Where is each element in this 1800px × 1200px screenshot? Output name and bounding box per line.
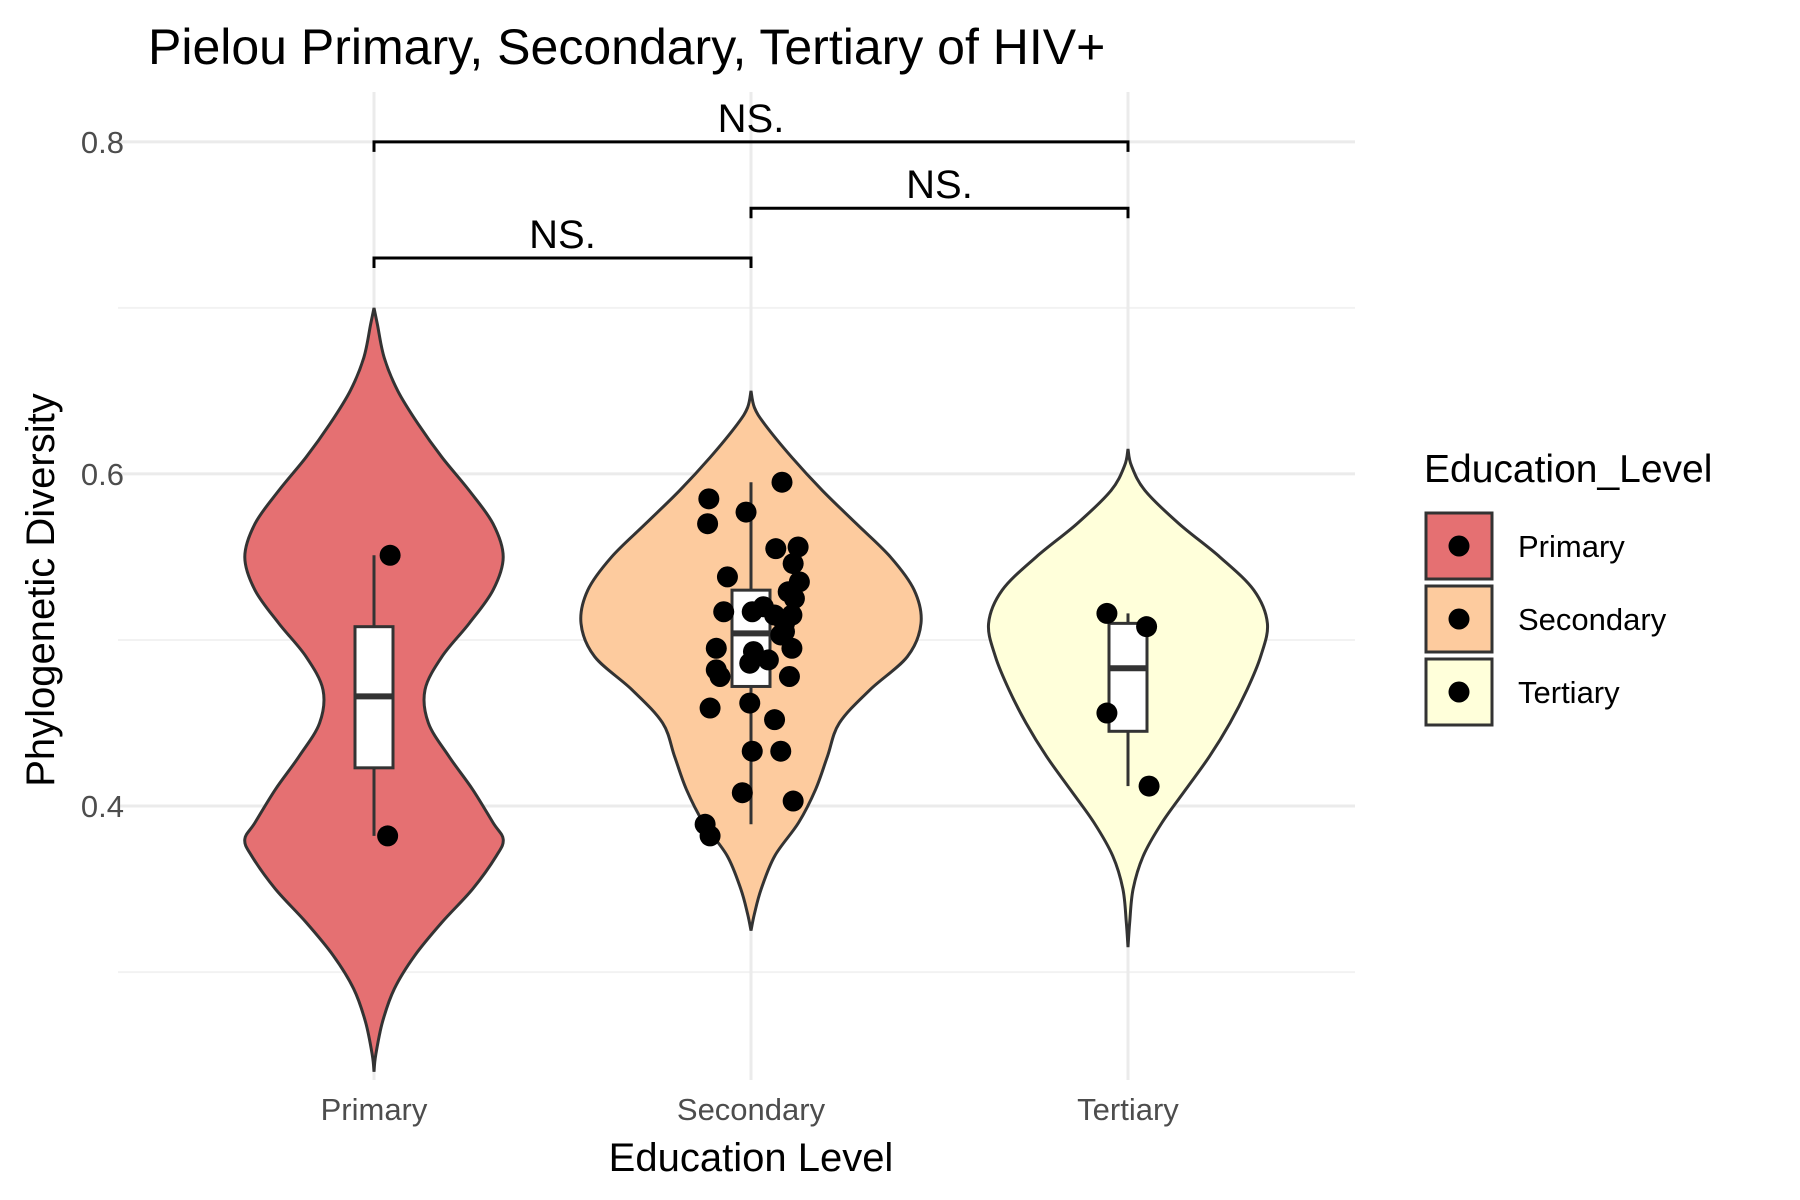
data-point: [781, 637, 803, 659]
data-point: [765, 538, 787, 560]
data-point: [1136, 616, 1158, 638]
y-tick-label: 0.6: [81, 457, 124, 492]
y-tick-label: 0.4: [81, 789, 124, 824]
data-point: [778, 665, 800, 687]
legend-point: [1448, 681, 1470, 703]
legend-point: [1448, 535, 1470, 557]
significance-bracket: [372, 140, 1130, 152]
x-tick-label: Tertiary: [1077, 1092, 1179, 1127]
data-point: [735, 501, 757, 523]
legend-label-secondary: Secondary: [1518, 602, 1667, 637]
data-points: [377, 471, 1160, 847]
data-point: [379, 544, 401, 566]
x-axis-ticks: Primary Secondary Tertiary: [321, 1092, 1180, 1127]
data-point: [757, 649, 779, 671]
data-point: [709, 665, 731, 687]
data-point: [713, 601, 735, 623]
data-point: [764, 709, 786, 731]
data-point: [782, 790, 804, 812]
data-point: [697, 513, 719, 535]
significance-label: NS.: [718, 97, 785, 141]
x-tick-label: Secondary: [677, 1092, 826, 1127]
y-axis-ticks: 0.4 0.6 0.8: [81, 125, 124, 824]
significance-label: NS.: [529, 213, 596, 257]
data-point: [377, 825, 399, 847]
data-point: [782, 553, 804, 575]
data-point: [716, 566, 738, 588]
data-point: [739, 692, 761, 714]
data-point: [787, 536, 809, 558]
y-axis-title: Phylogenetic Diversity: [19, 393, 63, 787]
data-point: [1096, 602, 1118, 624]
data-point: [1096, 702, 1118, 724]
x-tick-label: Primary: [321, 1092, 428, 1127]
data-point: [781, 604, 803, 626]
data-point: [771, 471, 793, 493]
legend-point: [1448, 608, 1470, 630]
data-point: [783, 587, 805, 609]
data-point: [773, 621, 795, 643]
legend-label-tertiary: Tertiary: [1518, 675, 1620, 710]
significance-brackets: NS. NS. NS.: [372, 97, 1130, 269]
y-tick-label: 0.8: [81, 125, 124, 160]
significance-bracket: [749, 206, 1130, 219]
data-point: [731, 782, 753, 804]
data-point: [788, 571, 810, 593]
data-point: [770, 740, 792, 762]
data-point: [699, 825, 721, 847]
significance-label: NS.: [906, 163, 973, 207]
chart-title: Pielou Primary, Secondary, Tertiary of H…: [148, 19, 1105, 75]
data-point: [705, 637, 727, 659]
data-point: [698, 488, 720, 510]
data-point: [741, 740, 763, 762]
data-point: [1138, 775, 1160, 797]
significance-bracket: [372, 256, 753, 269]
data-point: [699, 697, 721, 719]
legend-label-primary: Primary: [1518, 529, 1625, 564]
x-axis-title: Education Level: [609, 1136, 894, 1180]
legend-title: Education_Level: [1424, 448, 1712, 491]
